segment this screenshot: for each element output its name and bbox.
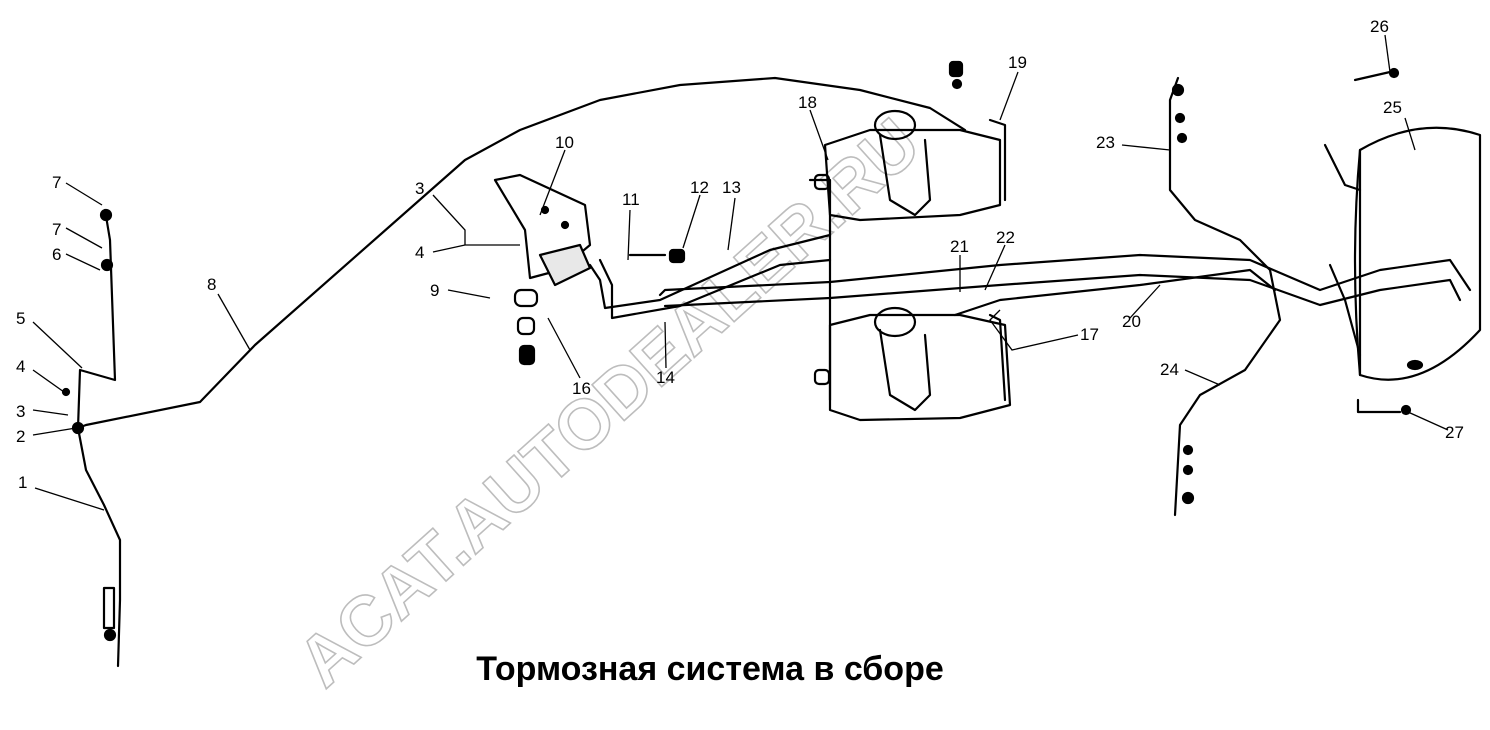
- callout-5: 5: [16, 309, 25, 328]
- callout-11: 11: [622, 190, 640, 209]
- diagram-caption: Тормозная система в сборе: [476, 650, 944, 688]
- air-hoses: [588, 233, 1472, 320]
- callout-23: 23: [1096, 133, 1115, 152]
- callout-20: 20: [1122, 312, 1141, 331]
- callout-14: 14: [656, 368, 675, 387]
- callout-19: 19: [1008, 53, 1027, 72]
- callout-7-upper: 7: [52, 173, 61, 192]
- callout-8: 8: [207, 275, 216, 294]
- callout-10: 10: [555, 133, 574, 152]
- watermark: ACAT.AUTODEALER.RU: [283, 104, 934, 701]
- callout-4-mid: 4: [415, 243, 424, 262]
- callout-27: 27: [1445, 423, 1464, 442]
- callout-25: 25: [1383, 98, 1402, 117]
- lower-brake-chamber: [813, 306, 1012, 422]
- callout-3-left: 3: [16, 402, 25, 421]
- callout-16: 16: [572, 379, 591, 398]
- left-brake-line: [61, 76, 967, 668]
- right-brake-line: [1168, 76, 1282, 517]
- callout-17: 17: [1080, 325, 1099, 344]
- callout-3-mid: 3: [415, 179, 424, 198]
- callout-18: 18: [798, 93, 817, 112]
- air-tank: [1323, 67, 1482, 416]
- callout-24: 24: [1160, 360, 1179, 379]
- callout-6: 6: [52, 245, 61, 264]
- callout-2: 2: [16, 427, 25, 446]
- callout-22: 22: [996, 228, 1015, 247]
- callouts: 1 2 3 3 4 4 5 6 7 7 8 9 10 11 12 13 14 1…: [16, 17, 1464, 492]
- callout-26: 26: [1370, 17, 1389, 36]
- callout-12: 12: [690, 178, 709, 197]
- valve-bracket: [493, 173, 592, 366]
- callout-7-lower: 7: [52, 220, 61, 239]
- callout-4-left: 4: [16, 357, 25, 376]
- callout-13: 13: [722, 178, 741, 197]
- callout-21: 21: [950, 237, 969, 256]
- callout-9: 9: [430, 281, 439, 300]
- callout-1: 1: [18, 473, 27, 492]
- leader-lines: [32, 34, 1449, 511]
